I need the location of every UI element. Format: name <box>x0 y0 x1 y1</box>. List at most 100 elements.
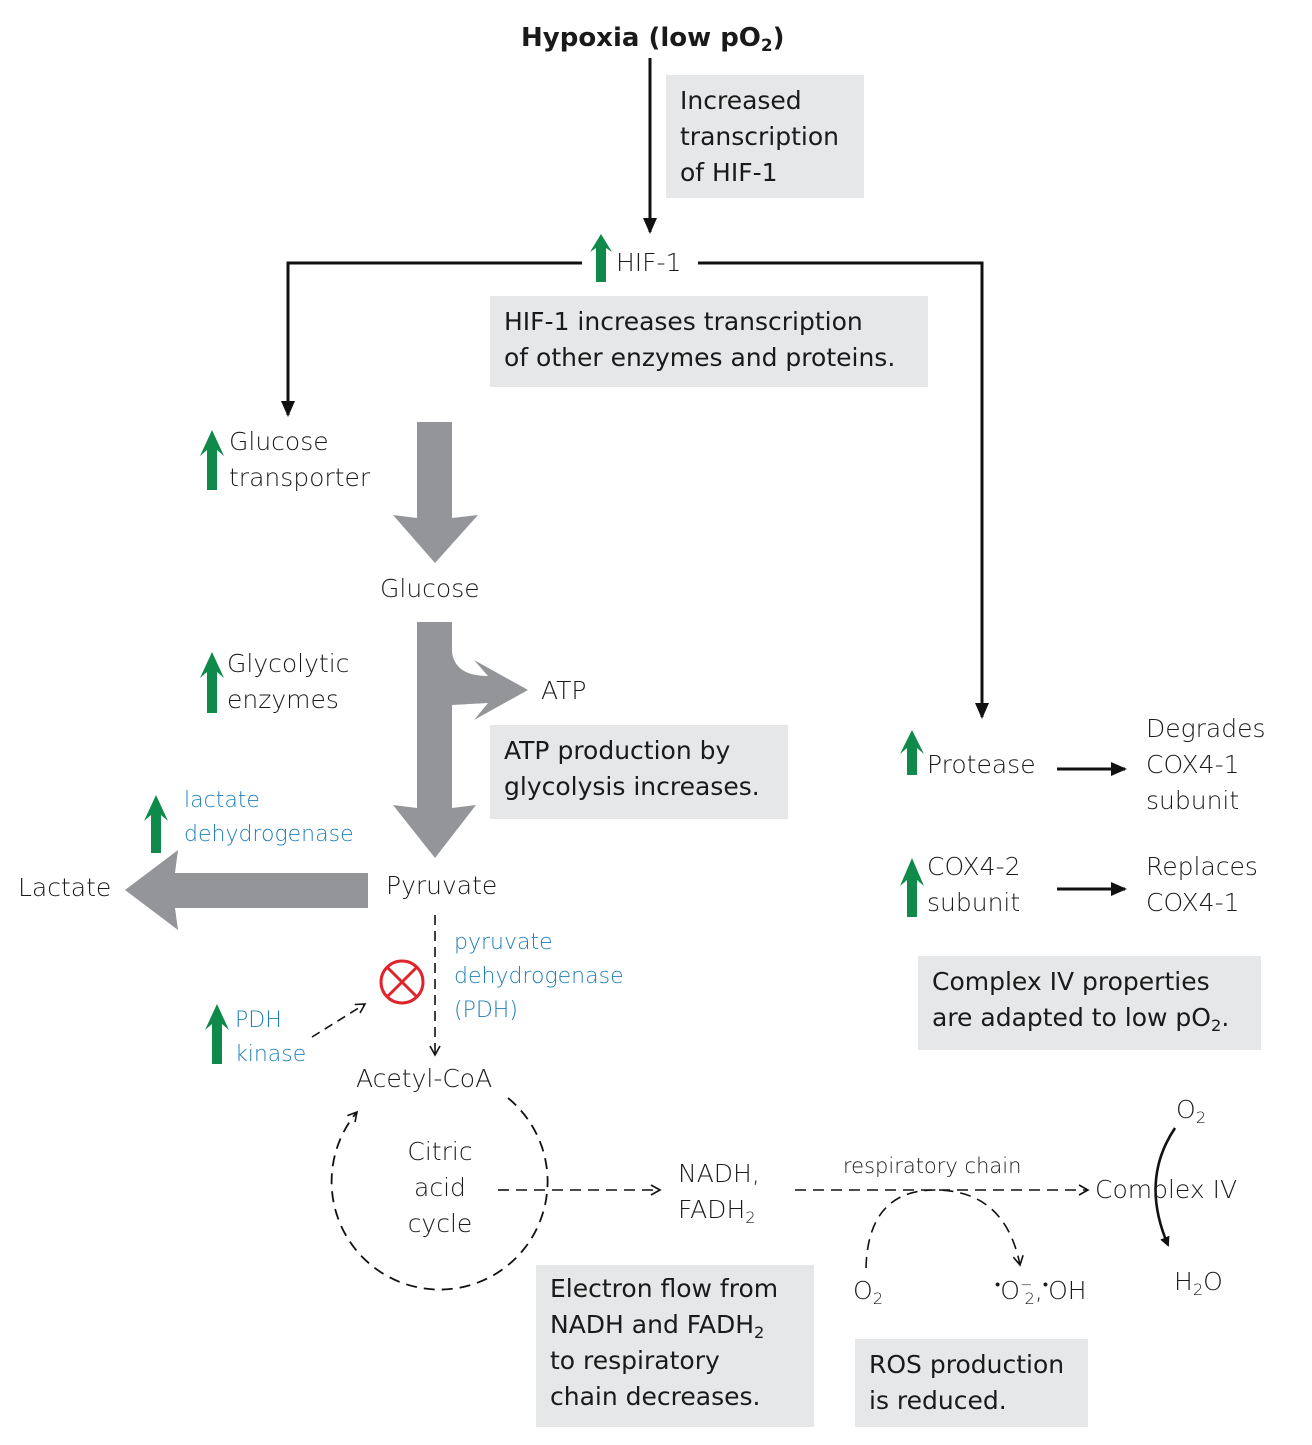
note-line: transcription <box>680 122 839 151</box>
node-degrades: Degrades COX4-1 subunit <box>1146 711 1266 819</box>
note-subscript: 2 <box>1210 1015 1222 1035</box>
fadh-text: FADH <box>678 1195 746 1224</box>
o-text: O <box>1000 1276 1020 1305</box>
note-line: of HIF-1 <box>680 158 778 187</box>
label-line: COX4-1 <box>1146 888 1240 917</box>
label-line: dehydrogenase <box>454 964 624 989</box>
radical-dot: • <box>995 1275 1001 1294</box>
glucose-uptake-arrow <box>393 422 478 563</box>
node-glycolytic-enzymes: Glycolytic enzymes <box>227 646 349 718</box>
radical-dot: • <box>1042 1275 1049 1294</box>
o2-subscript: 2 <box>1024 1288 1035 1308</box>
note-electron-flow: Electron flow from NADH and FADH2 to res… <box>536 1265 814 1427</box>
label-line: enzymes <box>227 685 339 714</box>
label-line: lactate <box>184 788 260 813</box>
note-line: Electron flow from <box>550 1274 779 1303</box>
note-complex-iv: Complex IV properties are adapted to low… <box>918 956 1261 1050</box>
hif1-up-arrow <box>590 234 612 282</box>
note-line: NADH and FADH2 <box>550 1307 800 1343</box>
atp-branch-arrow <box>452 652 528 720</box>
node-pdh-kinase: PDH kinase <box>235 1004 306 1072</box>
diagram-title: Hypoxia (low pO2) <box>521 20 785 56</box>
o2-text: O <box>1176 1095 1196 1124</box>
node-hif1: HIF-1 <box>616 248 682 277</box>
label-line: subunit <box>927 888 1021 917</box>
glycolytic-enzymes-up-arrow <box>200 652 224 713</box>
label-line: acid <box>414 1173 466 1202</box>
glycolysis-arrow <box>393 622 476 858</box>
oh-text: OH <box>1048 1276 1087 1305</box>
o-text: O <box>1203 1267 1223 1296</box>
note-line: Increased <box>680 86 802 115</box>
up-arrows <box>144 234 924 1064</box>
fadh2-label: FADH2 <box>678 1192 760 1228</box>
label-line: COX4-2 <box>927 852 1021 881</box>
node-replaces: Replaces COX4-1 <box>1146 849 1258 921</box>
note-subscript: 2 <box>754 1322 765 1342</box>
o2-subscript: 2 <box>1195 1107 1207 1127</box>
node-atp: ATP <box>541 676 587 705</box>
title-text: Hypoxia (low pO <box>521 23 761 53</box>
note-line: are adapted to low pO2. <box>932 1000 1247 1036</box>
note-text: are adapted to low pO <box>932 1003 1211 1032</box>
citric-acid-cycle-circle <box>330 1097 549 1291</box>
node-cox42: COX4-2 subunit <box>927 849 1021 921</box>
comma: , <box>1034 1276 1043 1305</box>
note-ros: ROS production is reduced. <box>855 1339 1088 1427</box>
glucose-transporter-up-arrow <box>200 430 224 490</box>
label-line: pyruvate <box>454 930 553 955</box>
note-line: to respiratory <box>550 1346 720 1375</box>
note-line: chain decreases. <box>550 1382 761 1411</box>
note-line: HIF-1 increases transcription <box>504 307 863 336</box>
node-lactate-dehydrogenase: lactate dehydrogenase <box>184 784 354 852</box>
label-line: Glucose <box>229 427 329 456</box>
hif-to-protease-line <box>698 261 989 719</box>
label-respiratory-chain: respiratory chain <box>843 1154 1022 1178</box>
note-hif-effect: HIF-1 increases transcription of other e… <box>490 296 928 387</box>
lactate-arrow <box>125 850 368 930</box>
label-line: Citric <box>407 1137 473 1166</box>
node-pdh: pyruvate dehydrogenase (PDH) <box>454 926 624 1028</box>
note-line: ROS production <box>869 1350 1065 1379</box>
note-hif-transcription: Increased transcription of HIF-1 <box>666 75 864 198</box>
label-line: transporter <box>229 463 371 492</box>
o2-to-ros-arc <box>865 1189 1024 1269</box>
label-line: (PDH) <box>454 998 518 1023</box>
title-end: ) <box>772 23 785 53</box>
node-protease: Protease <box>927 750 1036 779</box>
node-glucose-transporter: Glucose transporter <box>229 424 370 496</box>
label-line: Replaces <box>1146 852 1258 881</box>
cox42-up-arrow <box>900 858 924 917</box>
node-nadh-fadh2: NADH, FADH2 <box>678 1156 760 1228</box>
node-complex-iv: Complex IV <box>1095 1175 1238 1204</box>
note-line: is reduced. <box>869 1386 1007 1415</box>
label-line: Degrades <box>1146 714 1266 743</box>
title-subscript: 2 <box>760 35 773 56</box>
label-line: kinase <box>235 1042 307 1067</box>
note-line: of other enzymes and proteins. <box>504 343 896 372</box>
label-line: subunit <box>1146 786 1240 815</box>
protease-up-arrow <box>900 730 924 775</box>
label-line: Glycolytic <box>227 649 350 678</box>
node-h2o: H2O <box>1174 1264 1223 1300</box>
node-o2-top: O2 <box>1176 1092 1206 1128</box>
inhibition-icon <box>379 959 425 1005</box>
node-acetyl-coa: Acetyl-CoA <box>356 1064 493 1093</box>
note-line: Complex IV properties <box>932 967 1210 996</box>
note-atp-effect: ATP production by glycolysis increases. <box>490 725 788 819</box>
pdh-kinase-dashed-arrow <box>311 1003 367 1038</box>
note-line: glycolysis increases. <box>504 772 760 801</box>
nadh-label: NADH, <box>678 1159 760 1188</box>
o2-text: O <box>853 1276 873 1305</box>
label-line: COX4-1 <box>1146 750 1240 779</box>
hif-to-glucose-transporter-line <box>281 261 582 417</box>
node-ros-species: •O−2,•OH <box>995 1273 1087 1309</box>
note-text: NADH and FADH <box>550 1310 755 1339</box>
node-pyruvate: Pyruvate <box>386 871 498 900</box>
label-line: cycle <box>407 1209 473 1238</box>
node-glucose: Glucose <box>380 574 480 603</box>
lactate-dehydrogenase-up-arrow <box>144 795 168 853</box>
pdh-kinase-up-arrow <box>205 1004 229 1064</box>
o2-subscript: 2 <box>872 1288 884 1308</box>
